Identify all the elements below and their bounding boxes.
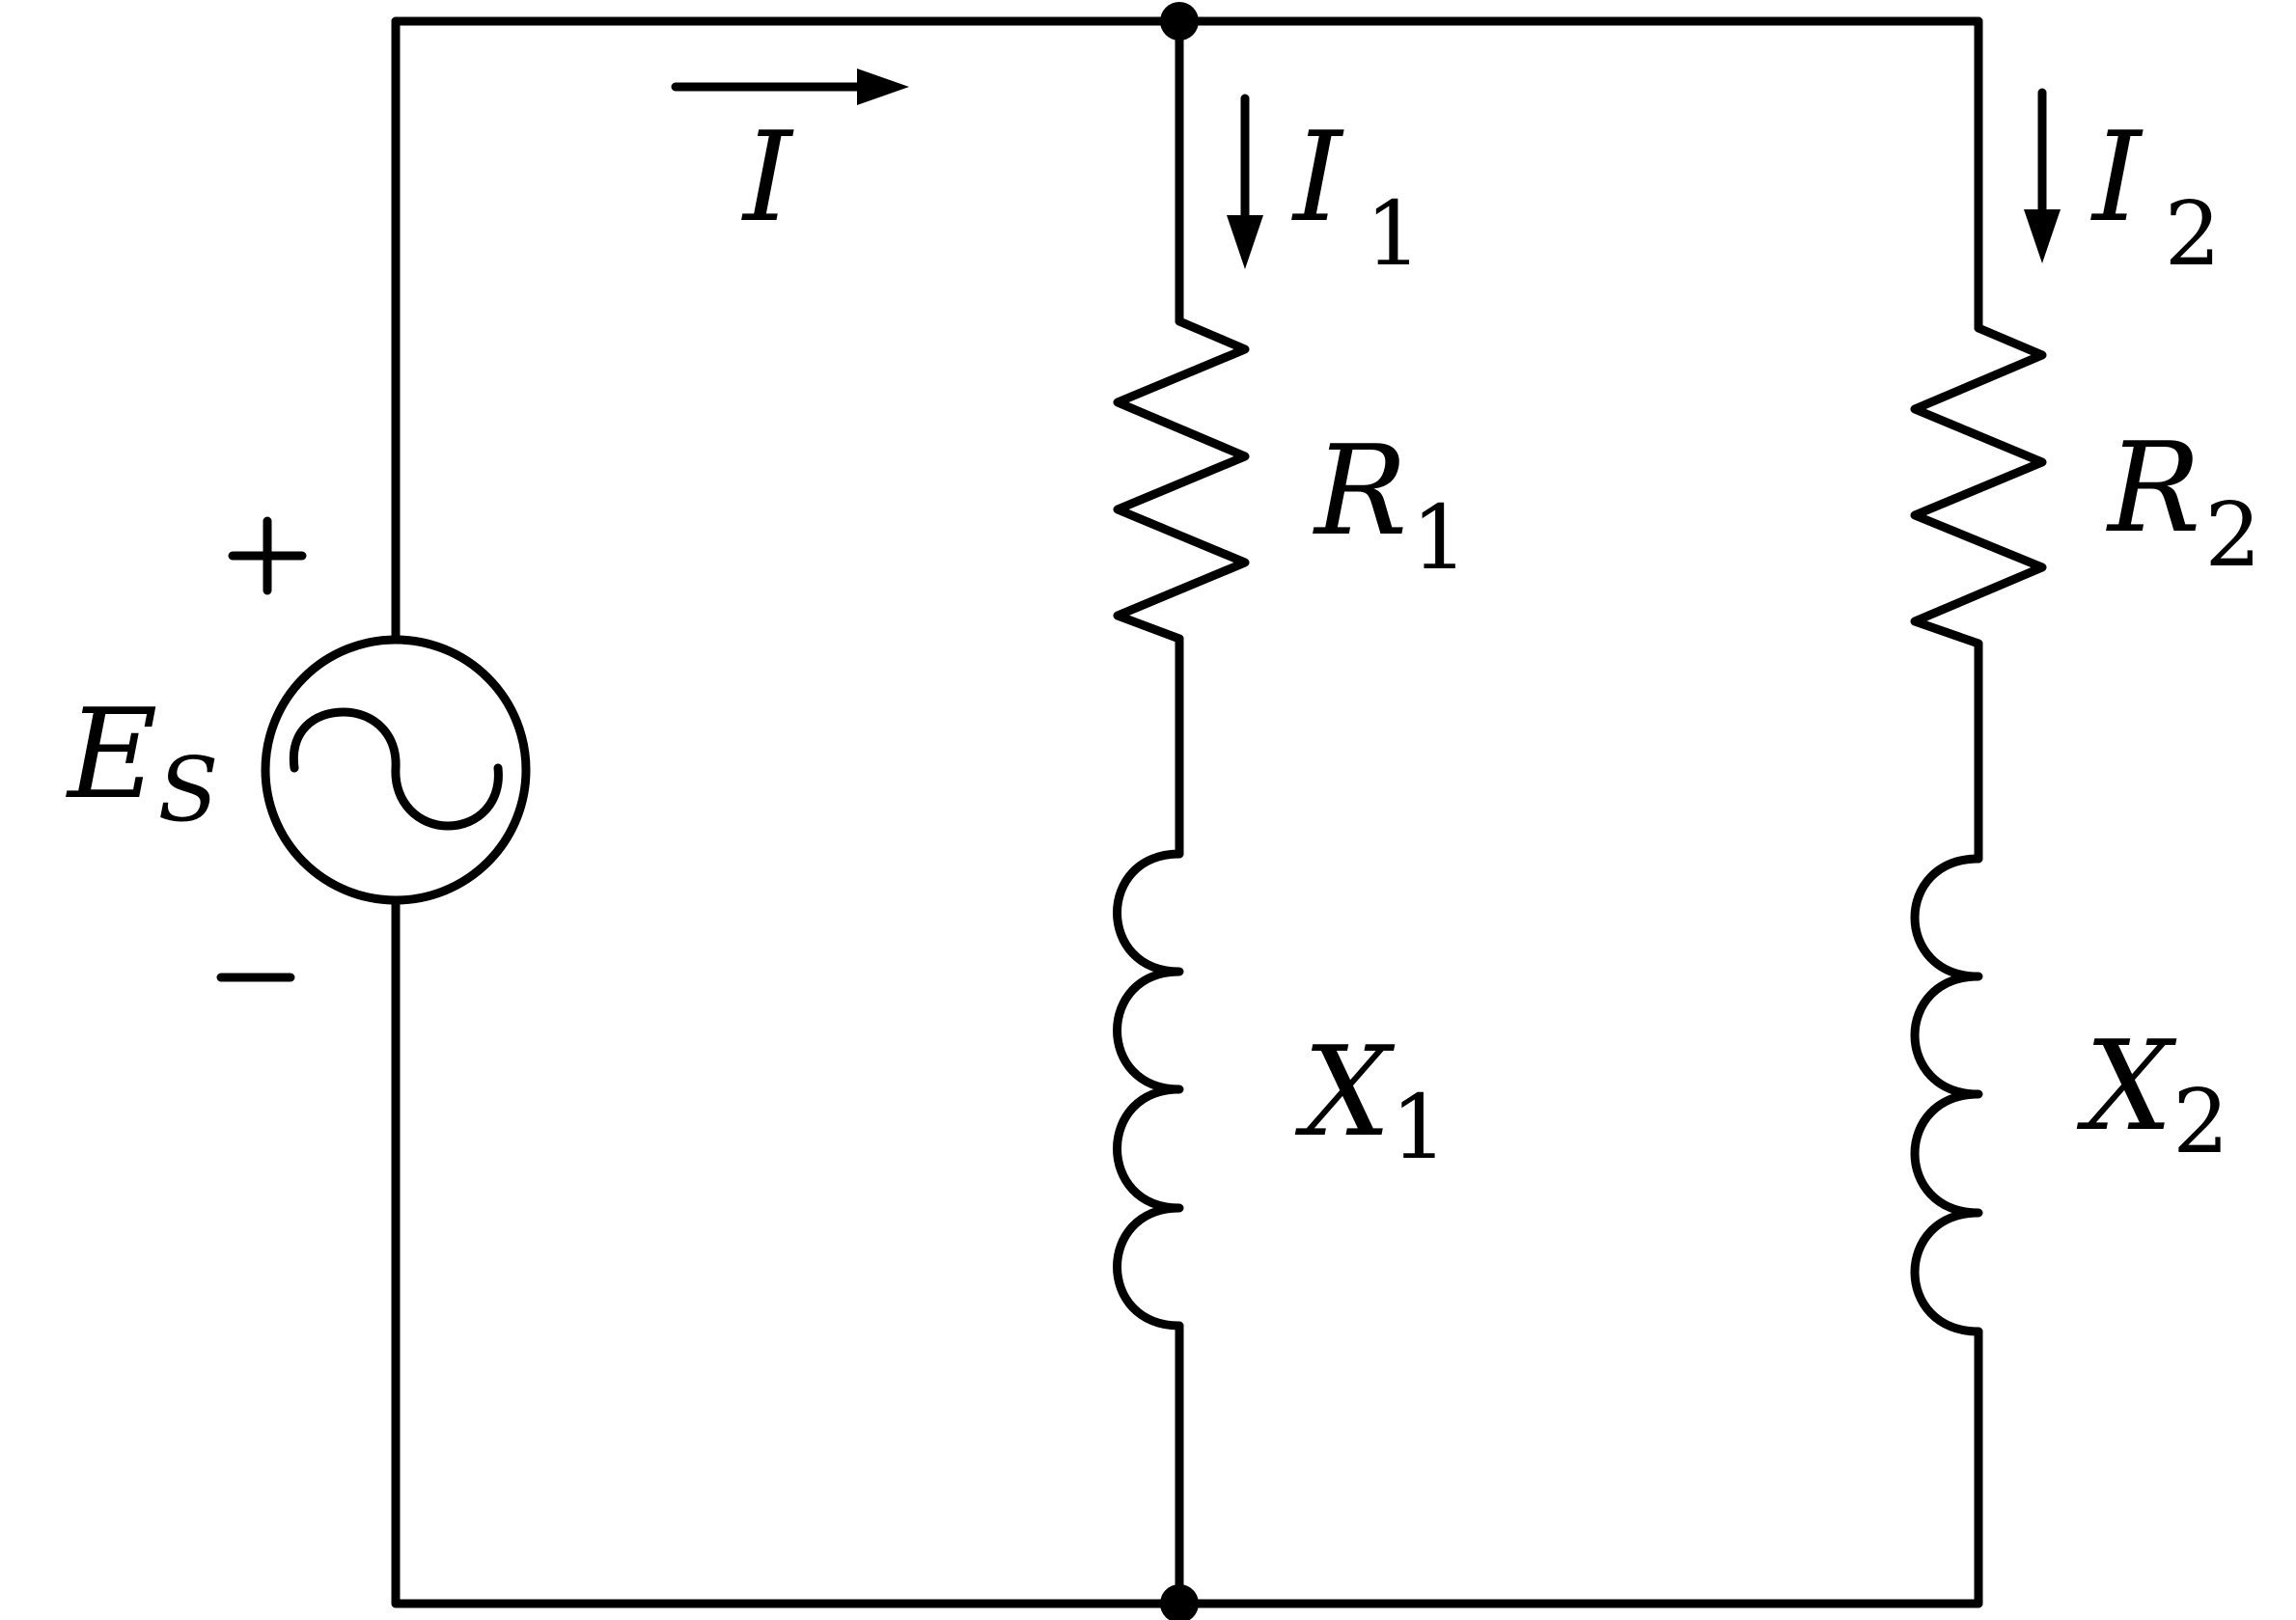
ac-sine-icon: [289, 707, 503, 831]
label-source: ES: [66, 683, 218, 841]
junction-bottom: [1160, 1584, 1199, 1620]
label-current-i: I: [741, 106, 794, 250]
resistor-r2-icon: [1910, 323, 2047, 648]
resistor-r1-icon: [1113, 316, 1250, 644]
wires: [391, 16, 1983, 1608]
inductor-x2-icon: [1910, 854, 1983, 1336]
label-r2: R2: [2106, 417, 2261, 587]
plus-sign-icon: [228, 516, 307, 595]
label-x1: X1: [1294, 1021, 1448, 1179]
current-i2-arrow: [2024, 88, 2061, 263]
ac-source-circle: [261, 635, 531, 905]
inductor-x1-icon: [1113, 849, 1184, 1331]
ac-source: [261, 635, 531, 905]
current-i1-arrow: [1227, 94, 1263, 269]
label-x2: X2: [2076, 1015, 2229, 1173]
label-r1: R1: [1313, 420, 1468, 590]
current-i-arrow: [671, 69, 909, 105]
junction-top: [1160, 2, 1199, 41]
